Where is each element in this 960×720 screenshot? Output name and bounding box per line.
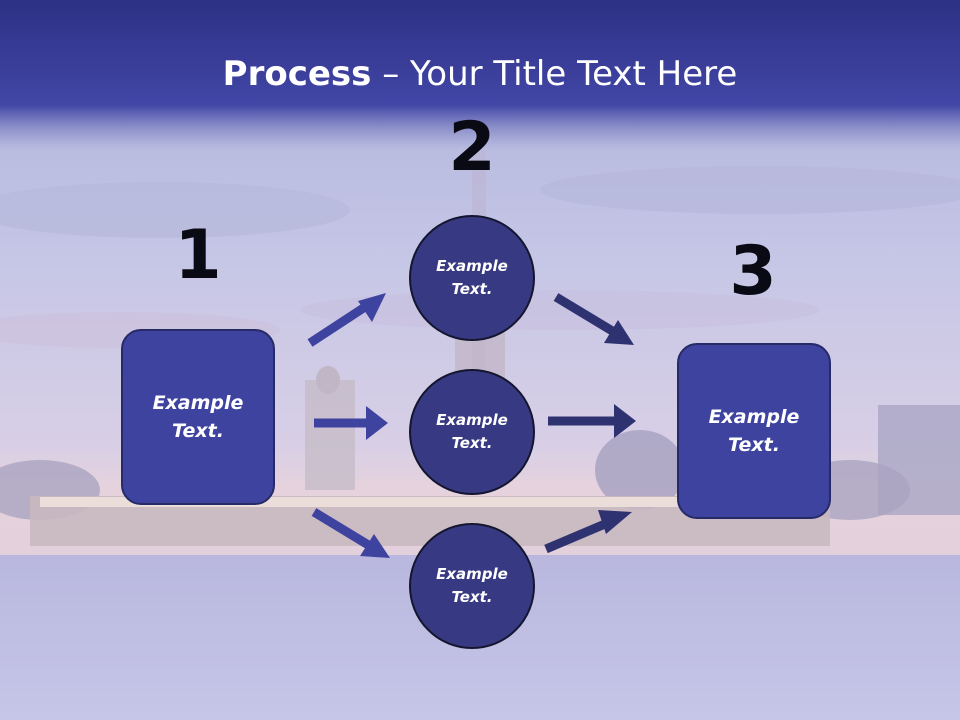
title-rest: Your Title Text Here	[410, 54, 738, 94]
arrow-right-middle	[548, 404, 636, 438]
process-box-right: Example Text.	[677, 343, 831, 519]
process-circle-middle: Example Text.	[409, 369, 535, 495]
process-circle-bottom: Example Text.	[409, 523, 535, 649]
arrow-left-middle	[314, 406, 388, 440]
process-circle-top: Example Text.	[409, 215, 535, 341]
process-box-left-text: Example Text.	[152, 391, 244, 443]
step-number-3: 3	[729, 232, 777, 311]
page-title: Process – Your Title Text Here	[0, 54, 960, 94]
arrow-right-up	[544, 510, 632, 554]
step-number-1: 1	[174, 216, 222, 295]
step-number-2: 2	[448, 108, 496, 187]
arrow-left-up	[307, 293, 386, 347]
arrow-right-down	[553, 293, 634, 345]
process-circle-middle-text: Example Text.	[436, 410, 508, 452]
title-dash: –	[371, 54, 411, 94]
arrow-left-down	[311, 508, 390, 558]
title-bold: Process	[222, 54, 372, 94]
process-circle-bottom-text: Example Text.	[436, 564, 508, 606]
process-box-left: Example Text.	[121, 329, 275, 505]
process-box-right-text: Example Text.	[708, 405, 800, 457]
process-circle-top-text: Example Text.	[436, 256, 508, 298]
